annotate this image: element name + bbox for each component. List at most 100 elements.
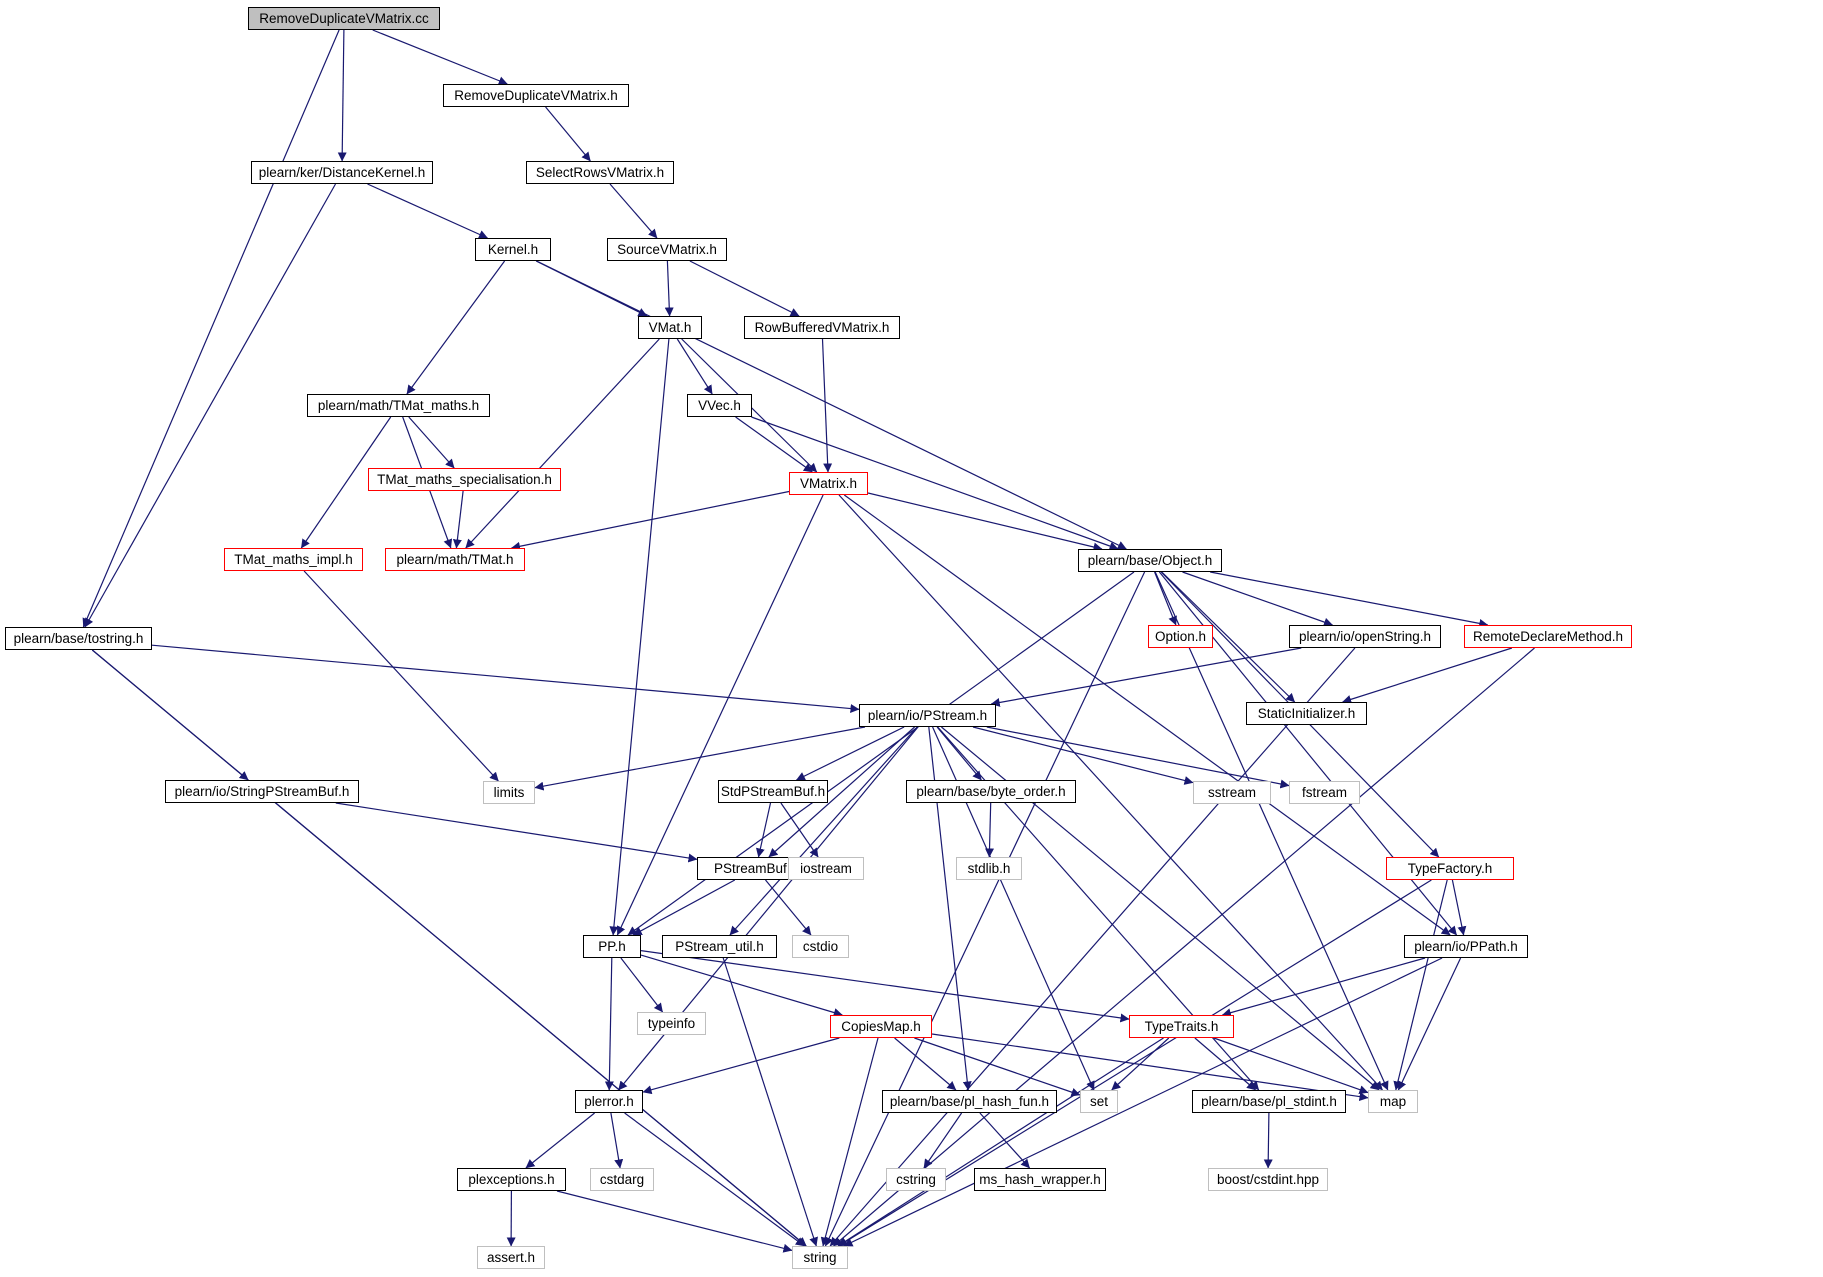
- node-byteorder[interactable]: plearn/base/byte_order.h: [906, 780, 1076, 803]
- node-spsb[interactable]: plearn/io/StringPStreamBuf.h: [165, 780, 359, 803]
- node-cstdarg: cstdarg: [590, 1168, 654, 1191]
- edge-distk-to-tostring: [84, 183, 337, 628]
- edge-copiesmap-to-string: [820, 1037, 879, 1247]
- node-fstream: fstream: [1289, 781, 1360, 804]
- edge-pp-to-typetraits: [640, 950, 1130, 1023]
- edge-plerror-to-cstdarg: [610, 1112, 624, 1169]
- edge-copiesmap-to-set: [914, 1037, 1081, 1097]
- node-psutil[interactable]: PStream_util.h: [662, 935, 777, 958]
- node-typeinfo: typeinfo: [637, 1012, 706, 1035]
- edge-root-to-rdvm: [372, 29, 508, 85]
- edge-vmatrix-to-object: [867, 492, 1103, 552]
- edge-srvm-to-svm: [609, 183, 658, 239]
- edge-pstream-to-byteorder: [936, 726, 982, 781]
- node-option[interactable]: Option.h: [1148, 625, 1213, 648]
- node-svm[interactable]: SourceVMatrix.h: [607, 238, 727, 261]
- node-pstream[interactable]: plearn/io/PStream.h: [859, 704, 996, 727]
- node-openstr[interactable]: plearn/io/openString.h: [1289, 625, 1441, 648]
- edge-plerror-to-string: [624, 1112, 805, 1247]
- edge-hashfun-to-mshash: [979, 1112, 1031, 1169]
- node-vvec[interactable]: VVec.h: [687, 394, 752, 417]
- edge-pp-to-plerror: [604, 957, 614, 1091]
- node-cstdio: cstdio: [792, 935, 849, 958]
- node-ppath[interactable]: plearn/io/PPath.h: [1404, 935, 1528, 958]
- edge-typefactory-to-ppath: [1451, 879, 1467, 936]
- node-stdpsb[interactable]: StdPStreamBuf.h: [718, 780, 828, 803]
- node-stdint[interactable]: plearn/base/pl_stdint.h: [1192, 1090, 1346, 1113]
- node-rdm[interactable]: RemoteDeclareMethod.h: [1464, 625, 1632, 648]
- node-typetraits[interactable]: TypeTraits.h: [1129, 1015, 1234, 1038]
- edge-vmatrix-to-ppath: [843, 494, 1451, 936]
- edge-tmmi-to-limits: [303, 570, 499, 782]
- node-tmms[interactable]: TMat_maths_specialisation.h: [368, 468, 561, 491]
- edge-plexc-to-string: [556, 1190, 793, 1253]
- edge-typetraits-to-set: [1111, 1037, 1170, 1091]
- node-pp[interactable]: PP.h: [583, 935, 641, 958]
- edge-copiesmap-to-hashfun: [894, 1037, 957, 1091]
- edge-tmms-to-tmat: [452, 490, 464, 549]
- edge-tmm-to-tmmi: [300, 416, 392, 549]
- edge-tmm-to-tmms: [408, 416, 455, 469]
- edge-copiesmap-to-plerror: [642, 1037, 840, 1095]
- node-psb[interactable]: PStreamBuf.h: [697, 857, 815, 880]
- node-mshash[interactable]: ms_hash_wrapper.h: [974, 1168, 1106, 1191]
- edge-vvec-to-vmatrix: [735, 416, 813, 473]
- node-string: string: [792, 1246, 848, 1269]
- edge-tostring-to-pstream: [151, 644, 860, 714]
- edge-pstream-to-plerror: [618, 726, 919, 1091]
- edge-vmat-to-tmat: [465, 338, 660, 549]
- edge-typefactory-to-map: [1393, 879, 1448, 1091]
- node-tmmi[interactable]: TMat_maths_impl.h: [224, 548, 363, 571]
- edge-vmatrix-to-tmat: [511, 490, 790, 551]
- edge-spsb-to-psb: [335, 802, 698, 863]
- edge-object-to-rdm: [1210, 571, 1489, 628]
- node-copiesmap[interactable]: CopiesMap.h: [830, 1015, 932, 1038]
- edge-kernel-to-object: [536, 260, 1127, 550]
- edge-stdint-to-boostint: [1263, 1112, 1273, 1169]
- node-cstring: cstring: [886, 1168, 946, 1191]
- edges-layer: [82, 29, 1535, 1253]
- edge-typetraits-to-string: [837, 1037, 1164, 1247]
- edge-stdpsb-to-psb: [755, 802, 772, 858]
- edge-pstream-to-psutil: [729, 726, 918, 936]
- edge-vmatrix-to-map: [838, 494, 1383, 1091]
- node-typefactory[interactable]: TypeFactory.h: [1386, 857, 1514, 880]
- edge-rdm-to-statinit: [1342, 647, 1513, 704]
- edge-vmat-to-pp: [609, 338, 670, 936]
- node-tmat[interactable]: plearn/math/TMat.h: [385, 548, 525, 571]
- edge-vmatrix-to-pp: [616, 494, 824, 936]
- edge-object-to-openstr: [1182, 571, 1333, 627]
- node-hashfun[interactable]: plearn/base/pl_hash_fun.h: [882, 1090, 1057, 1113]
- edge-stdpsb-to-iostream: [780, 802, 819, 858]
- node-srvm[interactable]: SelectRowsVMatrix.h: [526, 161, 674, 184]
- edge-object-to-statinit: [1161, 571, 1296, 703]
- edge-vmat-to-vvec: [676, 338, 713, 395]
- node-plerror[interactable]: plerror.h: [575, 1090, 643, 1113]
- edge-byteorder-to-stdlib: [985, 802, 995, 858]
- edge-psb-to-pp: [632, 879, 736, 936]
- edge-pstream-to-map: [941, 726, 1380, 1091]
- node-plexc[interactable]: plexceptions.h: [457, 1168, 566, 1191]
- edge-object-to-pp: [627, 571, 1135, 936]
- node-vmat[interactable]: VMat.h: [638, 316, 702, 339]
- edge-openstr-to-pstream: [990, 647, 1302, 707]
- node-root[interactable]: RemoveDuplicateVMatrix.cc: [248, 7, 440, 30]
- node-rbvm[interactable]: RowBufferedVMatrix.h: [744, 316, 900, 339]
- node-rdvm[interactable]: RemoveDuplicateVMatrix.h: [443, 84, 629, 107]
- edge-pp-to-copiesmap: [640, 954, 843, 1017]
- node-vmatrix[interactable]: VMatrix.h: [789, 472, 868, 495]
- node-statinit[interactable]: StaticInitializer.h: [1246, 702, 1367, 725]
- edge-vvec-to-object: [751, 416, 1119, 551]
- node-stdlib: stdlib.h: [956, 857, 1022, 880]
- node-tostring[interactable]: plearn/base/tostring.h: [5, 627, 152, 650]
- edge-pstream-to-fstream: [986, 726, 1290, 789]
- node-kernel[interactable]: Kernel.h: [475, 238, 551, 261]
- node-distk[interactable]: plearn/ker/DistanceKernel.h: [251, 161, 433, 184]
- edge-pstream-to-stdint: [937, 726, 1260, 1091]
- edge-pstream-to-sstream: [972, 726, 1194, 785]
- edge-object-to-option: [1154, 571, 1177, 626]
- edge-svm-to-rbvm: [689, 260, 800, 317]
- node-object[interactable]: plearn/base/Object.h: [1078, 549, 1222, 572]
- node-tmm[interactable]: plearn/math/TMat_maths.h: [307, 394, 490, 417]
